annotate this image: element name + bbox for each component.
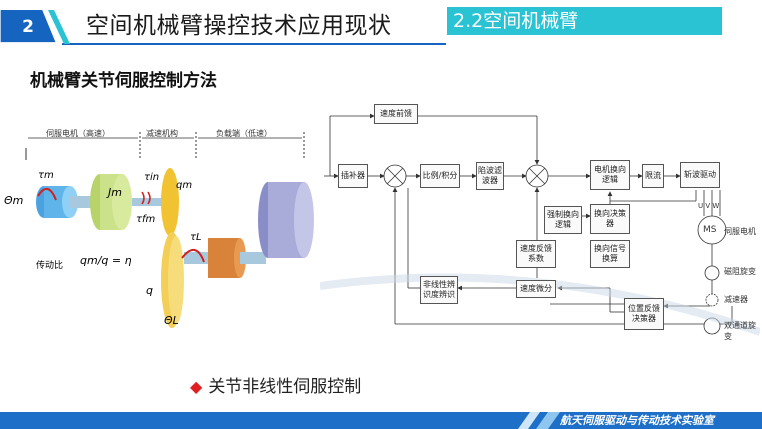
label-load-section: 负载端（低速）	[216, 129, 272, 138]
bullet-text: 关节非线性伺服控制	[208, 377, 362, 397]
label-reducer-section: 减速机构	[146, 129, 178, 138]
section-tag: 2.2空间机械臂	[453, 10, 579, 32]
label-theta-l: ΘL	[164, 314, 179, 327]
label-tau-l: τL	[190, 232, 202, 243]
label-ratio: 传动比	[36, 261, 64, 271]
block-notch-filter: 陷波滤波器	[476, 162, 504, 190]
label-uvw: U V W	[698, 202, 720, 210]
section-tag-box	[447, 7, 722, 35]
block-commutation-decider: 换向决策器	[590, 204, 630, 234]
label-tau-in: τin	[144, 172, 160, 183]
block-nonlinear-identifier: 非线性辨识度辨识	[420, 276, 458, 304]
slide-title: 空间机械臂操控技术应用现状	[86, 13, 392, 39]
label-tau-fm: τfm	[136, 214, 156, 225]
joint-mechanism-diagram	[25, 132, 314, 328]
label-q: q	[146, 284, 153, 297]
servo-control-block-diagram	[320, 113, 760, 336]
block-compensator: 插补器	[338, 164, 368, 188]
block-force-commutation: 强制换向逻辑	[544, 206, 582, 234]
diamond-bullet-icon: ◆	[190, 377, 203, 396]
footer-band	[0, 412, 762, 429]
bullet-point: ◆ 关节非线性伺服控制	[190, 372, 361, 397]
page-number-badge	[0, 10, 56, 43]
label-jm: Jm	[108, 186, 122, 199]
label-dual-resolver: 双通道旋变	[724, 321, 756, 341]
block-current-limit: 限流	[642, 164, 664, 188]
label-q-m: qm	[176, 180, 193, 191]
block-commutation-signal: 换向信号换算	[590, 240, 630, 268]
header-underline	[48, 10, 446, 45]
label-motor-section: 伺服电机（高速）	[46, 129, 110, 138]
block-commutation-logic: 电机换向逻辑	[590, 160, 630, 190]
label-ratio-formula: qm/q = η	[80, 254, 132, 267]
page-number: 2	[22, 17, 34, 37]
block-speed-feedback-coef: 速度反馈系数	[516, 240, 556, 268]
label-servo-motor: 伺服电机	[724, 227, 756, 236]
label-tau-m: τm	[38, 170, 54, 181]
block-pwm-driver: 斩波驱动	[680, 162, 720, 188]
block-position-feedback: 位置反馈决策器	[624, 298, 664, 330]
block-pi: 比例/积分	[420, 164, 460, 188]
block-speed-feedforward: 速度前馈	[374, 104, 418, 124]
footer-lab-name: 航天伺服驱动与传动技术实验室	[560, 414, 714, 427]
label-theta-m: Θm	[4, 194, 24, 207]
label-reducer: 减速器	[724, 295, 748, 304]
block-speed-differential: 速度微分	[516, 280, 556, 298]
label-resolver: 磁阻旋变	[724, 267, 756, 276]
subtitle: 机械臂关节伺服控制方法	[30, 71, 217, 91]
label-ms: MS	[703, 225, 717, 235]
